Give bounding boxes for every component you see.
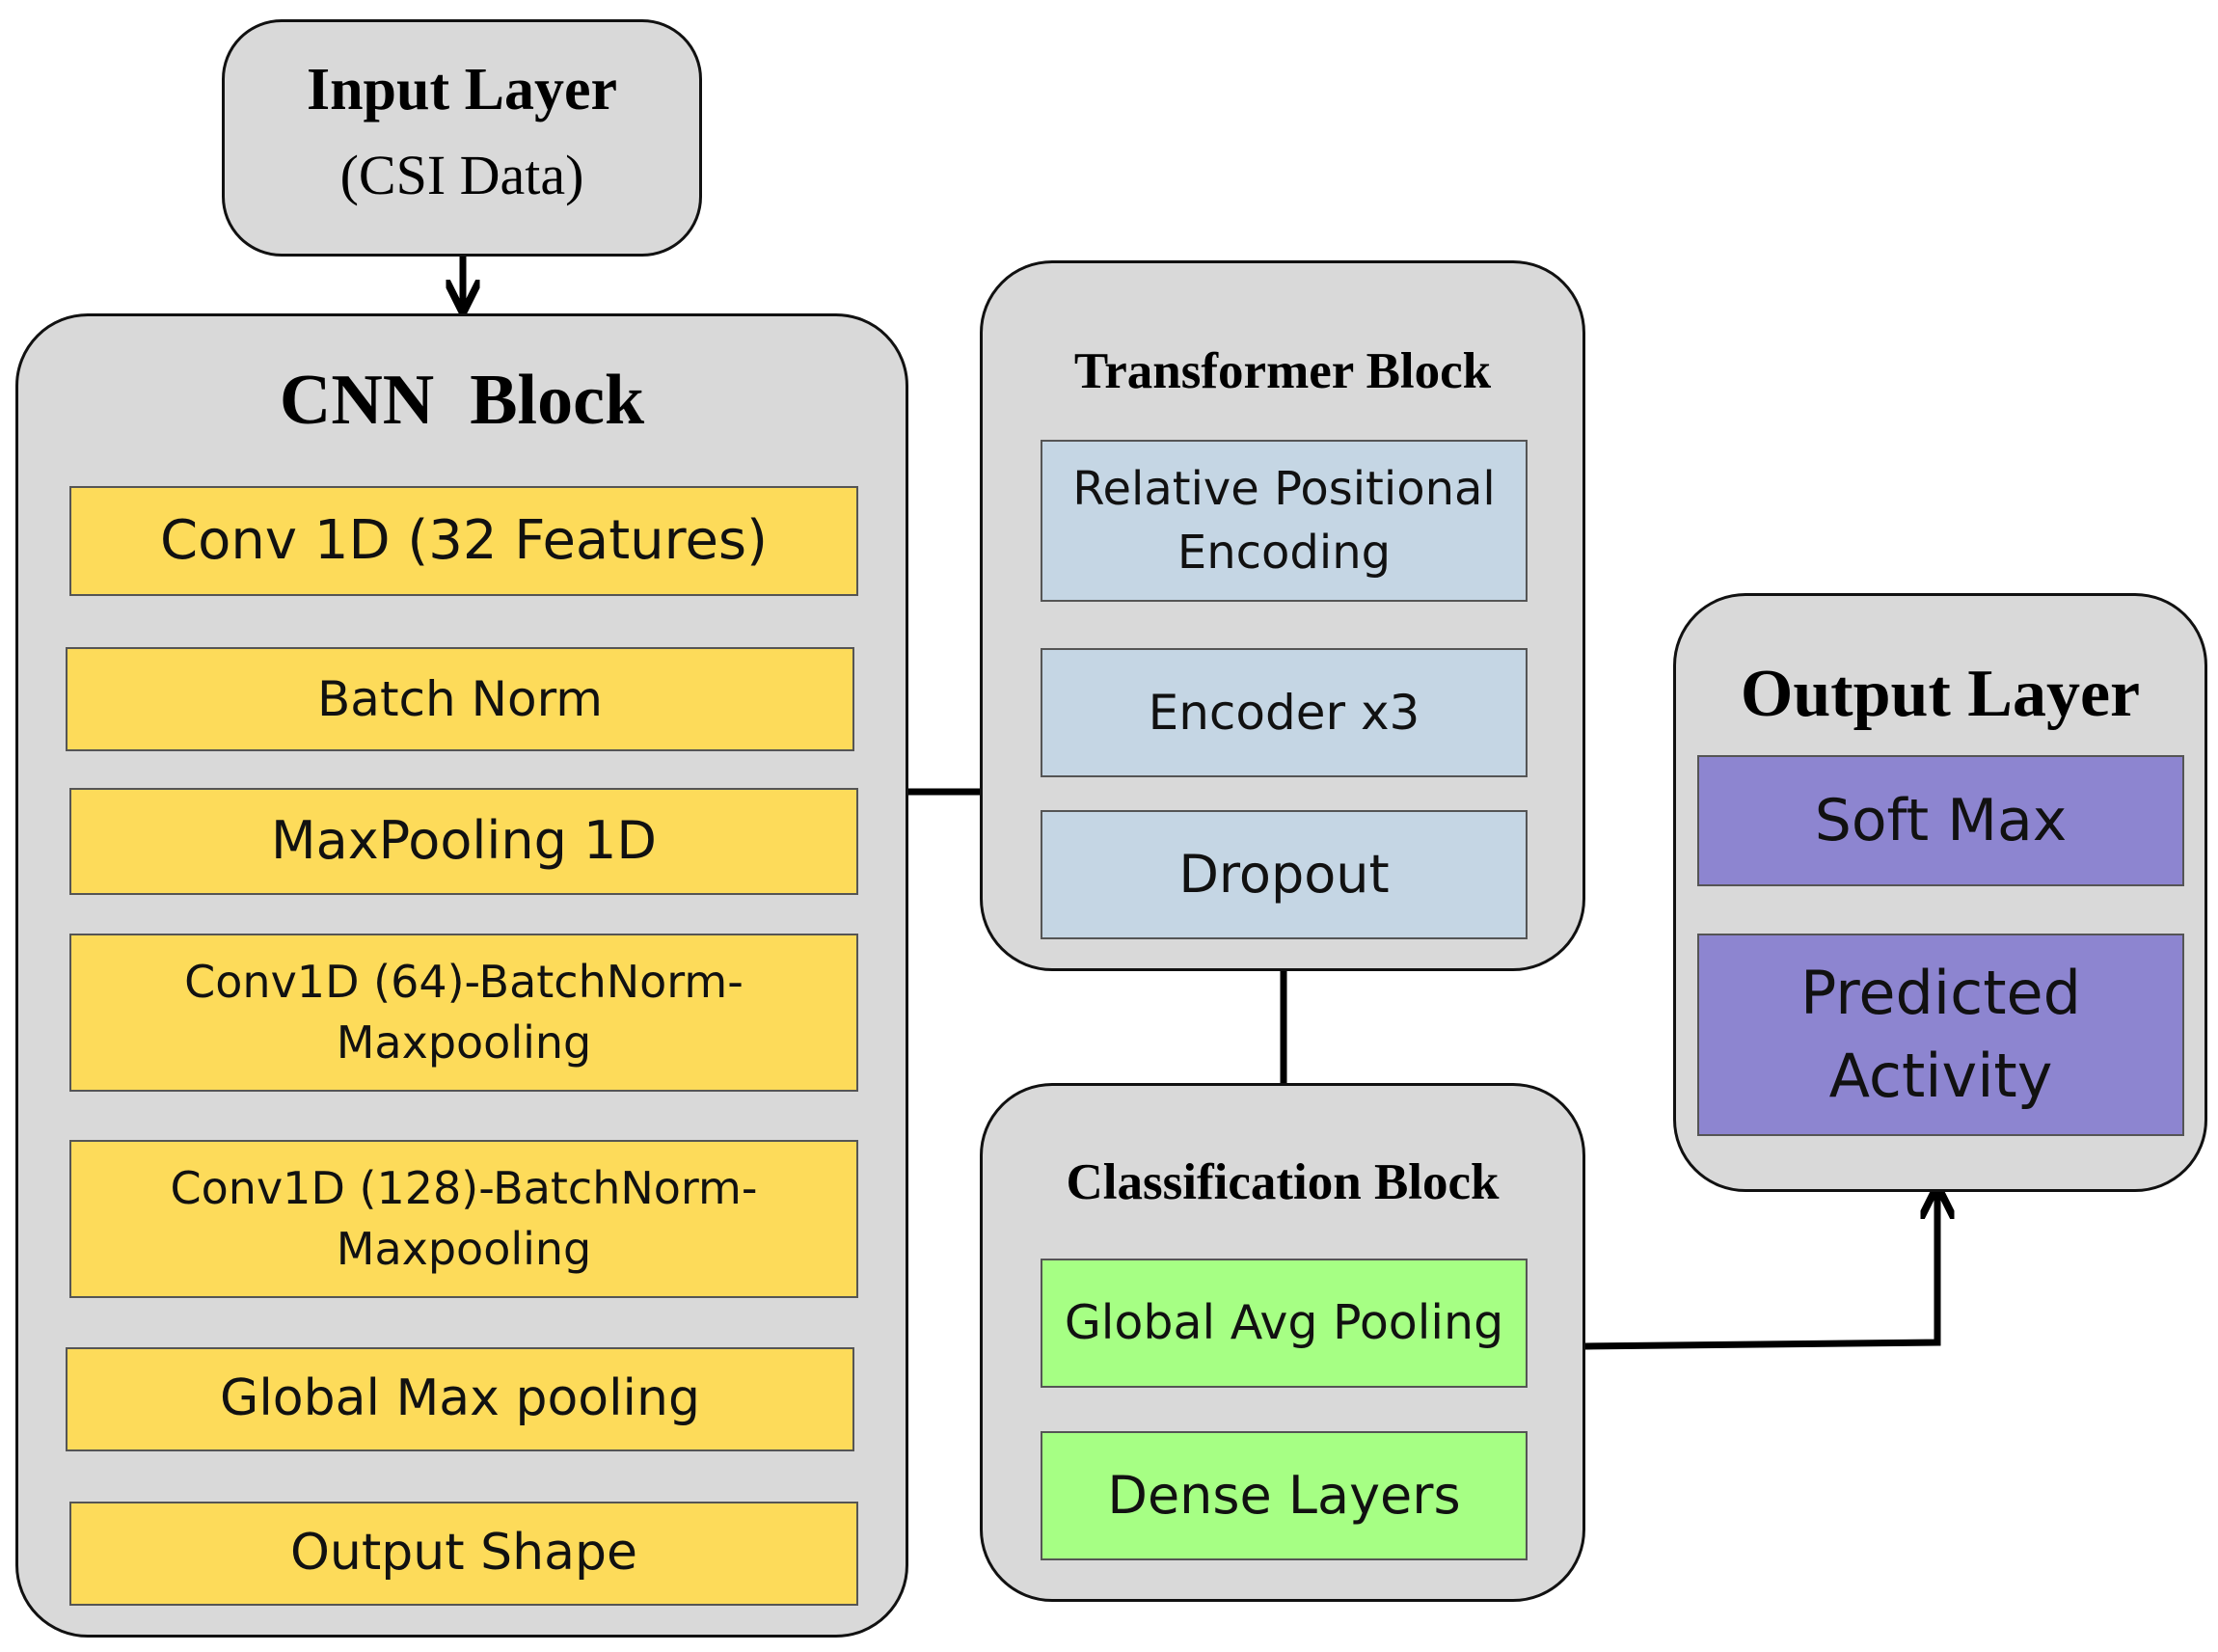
classification-block-title: Classification Block — [1066, 1154, 1500, 1210]
transformer-block-title: Transformer Block — [1073, 343, 1492, 399]
cnn-layer-conv1d-64: Conv1D (64)-BatchNorm- Maxpooling — [69, 934, 858, 1092]
cnn-layer-batch-norm: Batch Norm — [66, 647, 854, 751]
cnn-layer-maxpooling-1d: MaxPooling 1D — [69, 788, 858, 895]
output-layer: Output Layer Soft Max Predicted Activity — [1673, 593, 2207, 1192]
arrow-classification-to-output — [1584, 1192, 1937, 1350]
cnn-block-title: CNN Block — [279, 361, 645, 440]
output-layer-softmax: Soft Max — [1697, 755, 2184, 886]
transformer-layer-dropout: Dropout — [1041, 810, 1528, 939]
cnn-layer-conv1d-32: Conv 1D (32 Features) — [69, 486, 858, 596]
cnn-layer-output-shape: Output Shape — [69, 1502, 858, 1606]
transformer-layer-positional-encoding: Relative Positional Encoding — [1041, 440, 1528, 602]
cnn-layer-global-max-pooling: Global Max pooling — [66, 1347, 854, 1451]
transformer-layer-encoder: Encoder x3 — [1041, 648, 1528, 777]
classification-layer-global-avg-pooling: Global Avg Pooling — [1041, 1259, 1528, 1388]
input-layer-title: Input Layer — [306, 57, 618, 122]
input-layer-subtitle: (CSI Data) — [339, 144, 584, 206]
transformer-block: Transformer Block Relative Positional En… — [980, 260, 1585, 971]
cnn-layer-conv1d-128: Conv1D (128)-BatchNorm- Maxpooling — [69, 1140, 858, 1298]
output-layer-predicted-activity: Predicted Activity — [1697, 934, 2184, 1136]
cnn-block: CNN Block Conv 1D (32 Features) Batch No… — [15, 313, 908, 1638]
classification-layer-dense: Dense Layers — [1041, 1431, 1528, 1560]
classification-block: Classification Block Global Avg Pooling … — [980, 1083, 1585, 1602]
input-layer-box: Input Layer (CSI Data) — [222, 19, 702, 257]
output-layer-title: Output Layer — [1740, 657, 2141, 731]
